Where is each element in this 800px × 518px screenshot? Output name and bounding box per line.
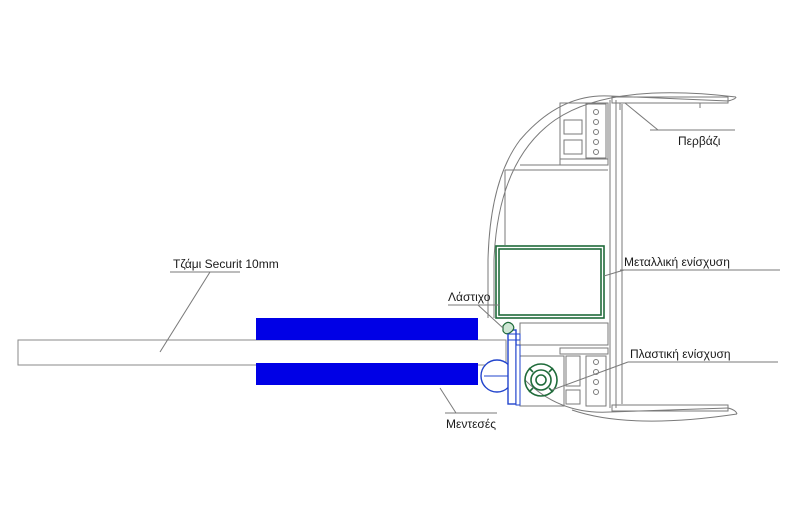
label-hinges: Μεντεσές (446, 417, 496, 431)
hinge-top (256, 318, 478, 340)
label-gasket: Λάστιχο (448, 290, 491, 304)
hinge-plate-inner (515, 344, 521, 406)
glass-pane (17, 339, 507, 366)
gasket (502, 321, 521, 341)
metal-reinforcement (495, 245, 605, 319)
label-frame: Περβάζι (678, 134, 721, 148)
hinge-plate (507, 329, 517, 405)
leader-lines (159, 102, 780, 414)
frame-profile (487, 92, 738, 422)
hinge-bottom (256, 363, 478, 385)
label-plastic-reinforcement: Πλαστική ενίσχυση (630, 347, 731, 361)
label-glass: Τζάμι Securit 10mm (173, 257, 279, 271)
label-metal-reinforcement: Μεταλλική ενίσχυση (624, 255, 730, 269)
